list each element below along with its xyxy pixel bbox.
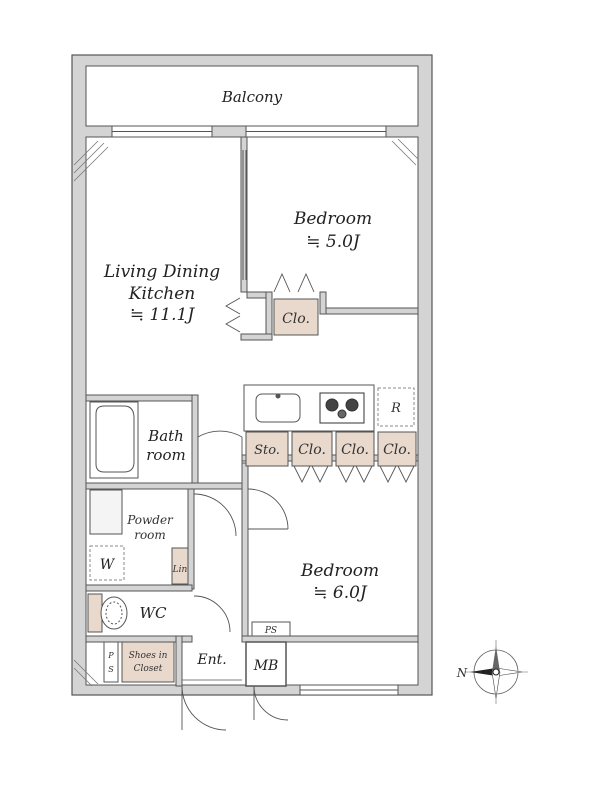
storage-box[interactable] [245,431,289,467]
closet-folding-doors[interactable] [225,272,315,333]
washer-label: W [100,557,116,573]
ldk-size: ≒ 11.1J [130,305,195,325]
shoes-label-2: Closet [134,664,163,674]
ps-left-label-1: P [107,651,114,660]
closet-north[interactable] [273,298,319,336]
storage-label: Sto. [254,443,280,458]
bath-label-2: room [146,446,185,464]
ps-bottom-label: PS [264,626,277,636]
closet-2[interactable] [335,431,375,467]
closet-3[interactable] [377,431,417,467]
bedroom-north-size: ≒ 5.0J [306,232,361,252]
closet-1-label: Clo. [298,442,326,458]
linen-label: Lin [172,565,188,575]
balcony-label: Balcony [221,88,283,106]
ldk-label-1: Living Dining [103,262,220,282]
bedroom-south-label: Bedroom [300,561,379,581]
linen-closet[interactable] [171,547,189,585]
sliding-door[interactable] [242,150,247,280]
pipe-space-bottom [251,621,291,637]
entrance-label: Ent. [196,652,226,668]
south-window [299,684,399,696]
vanity [89,489,123,535]
balcony-windows [111,125,387,138]
bedroom-south-size: ≒ 6.0J [313,583,368,603]
pipe-space-left [103,641,119,683]
ps-left-label-2: S [108,665,114,674]
balcony-area [85,65,419,127]
closet-north-label: Clo. [282,311,310,327]
kitchen-sink [255,393,301,423]
powder-label-2: room [134,528,166,542]
meter-box [245,641,287,687]
bathtub [89,401,139,479]
closet-3-label: Clo. [383,442,411,458]
wall-hatching [73,138,419,687]
powder-label-1: Powder [126,513,174,527]
stove-icon [319,392,365,424]
fridge-space [377,387,415,427]
closet-row [245,431,417,467]
closet-2-label: Clo. [341,442,369,458]
shoes-label-1: Shoes in [129,651,168,661]
closet-1[interactable] [291,431,333,467]
toilet [87,593,128,633]
bath-label-1: Bath [147,427,184,445]
ldk-label-2: Kitchen [128,284,195,304]
closet-row-doors[interactable] [293,465,415,484]
wc-label: WC [140,604,167,622]
fridge-label: R [390,401,401,416]
mb-label: MB [253,658,279,674]
washer-space [89,545,125,581]
door-swings[interactable] [181,430,289,731]
shoes-closet[interactable] [121,641,175,683]
bedroom-north-label: Bedroom [293,209,372,229]
compass-icon [464,640,528,704]
compass-north-label: N [456,666,468,680]
